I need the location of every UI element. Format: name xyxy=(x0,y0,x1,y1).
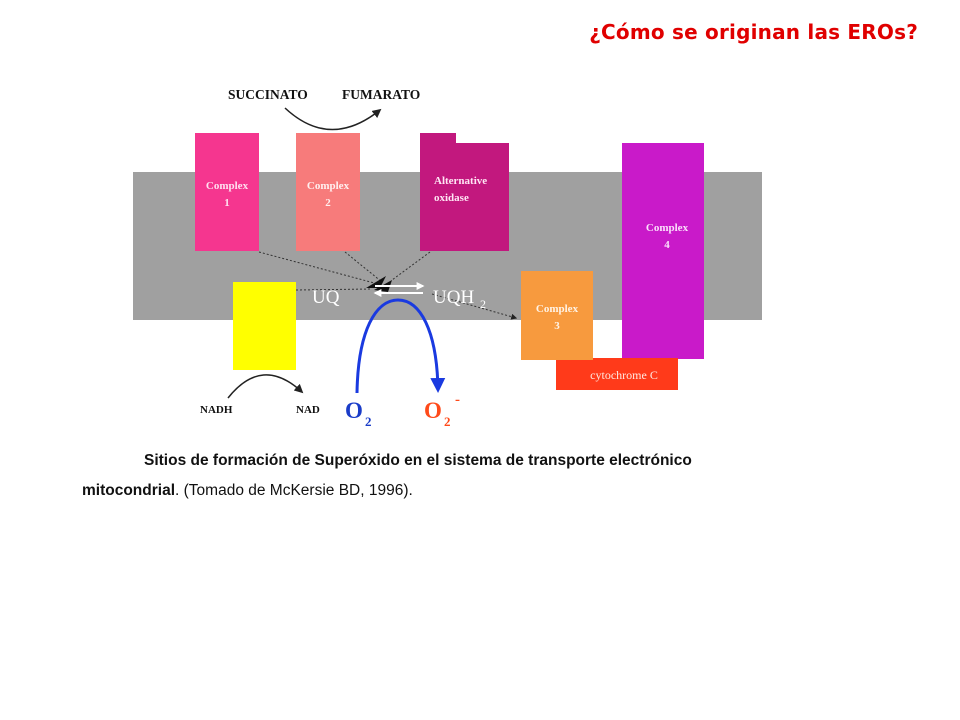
oxygen-subscript: 2 xyxy=(365,414,372,429)
nad-label: NAD xyxy=(296,404,320,416)
superoxide-label: O xyxy=(424,398,442,423)
succinate-fumarate-arrow xyxy=(284,107,382,131)
caption-mitocondrial: mitocondrial xyxy=(82,482,176,499)
etc-diagram: SUCCINATO FUMARATO Complex 1 Complex 2 A… xyxy=(133,87,762,429)
complex-2 xyxy=(296,133,360,251)
uqh2-label: UQH xyxy=(433,287,474,308)
superoxide-superscript: - xyxy=(455,392,460,408)
caption-line-2: mitocondrial. (Tomado de McKersie BD, 19… xyxy=(82,476,842,506)
complex-3 xyxy=(521,271,593,360)
superoxide-subscript: 2 xyxy=(444,414,451,429)
alternative-oxidase-label: Alternative xyxy=(434,175,487,187)
complex-4-number: 4 xyxy=(664,239,670,251)
complex-1-label: Complex xyxy=(206,180,249,192)
oxygen-label: O xyxy=(345,398,363,423)
alternative-oxidase-label-2: oxidase xyxy=(434,192,469,204)
flow-line-complex3 xyxy=(431,293,518,320)
complex-3-number: 3 xyxy=(554,320,560,332)
nadh-label: NADH xyxy=(200,404,233,416)
caption-line-1: Sitios de formación de Superóxido en el … xyxy=(82,446,842,476)
complex-1 xyxy=(195,133,259,251)
nadh-unit xyxy=(233,282,296,370)
complex-2-number: 2 xyxy=(325,197,331,209)
slide-title: ¿Cómo se originan las EROs? xyxy=(589,20,918,44)
complex-1-number: 1 xyxy=(224,197,230,209)
caption-citation: . (Tomado de McKersie BD, 1996). xyxy=(175,482,413,499)
uqh2-subscript: 2 xyxy=(480,297,486,311)
caption-superoxide: Superóxido xyxy=(314,452,400,469)
uq-label: UQ xyxy=(312,287,340,308)
caption-part-1: Sitios de formación de xyxy=(144,452,315,469)
nadh-nad-arrow xyxy=(227,374,304,399)
convergence-arrowheads xyxy=(366,276,392,292)
complex-3-label: Complex xyxy=(536,303,579,315)
figure-caption: Sitios de formación de Superóxido en el … xyxy=(82,446,842,506)
alternative-oxidase xyxy=(420,133,509,251)
complex-4-label: Complex xyxy=(646,222,689,234)
superoxide-formation-arrow xyxy=(355,298,446,394)
cytochrome-c-label: cytochrome C xyxy=(590,368,658,382)
fumarate-label: FUMARATO xyxy=(342,87,420,102)
cytochrome-c xyxy=(556,358,678,390)
flow-line-nadh xyxy=(295,288,373,291)
caption-part-3: en el sistema de transporte electrónico xyxy=(399,452,692,469)
flow-line-complex1 xyxy=(258,251,379,285)
complex-4 xyxy=(622,143,704,359)
succinate-label: SUCCINATO xyxy=(228,87,308,102)
complex-2-label: Complex xyxy=(307,180,350,192)
